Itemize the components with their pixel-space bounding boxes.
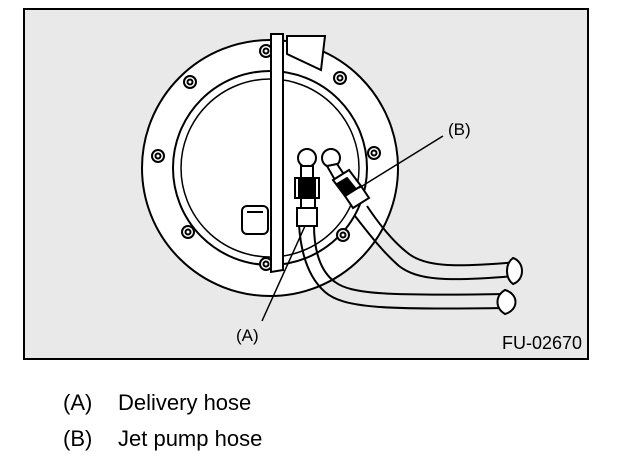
figure-id: FU-02670 — [501, 333, 582, 353]
callout-label-b: (B) — [448, 120, 471, 139]
callout-label-a: (A) — [236, 326, 259, 345]
jet-pump-hose-connector — [321, 148, 371, 210]
legend-key: (B) — [63, 426, 93, 451]
delivery-hose-connector — [294, 148, 320, 227]
fuel-pump-illustration — [141, 33, 523, 322]
delivery-hose — [298, 224, 508, 310]
diagram-figure: (A) (B) FU-02670 — [23, 8, 589, 360]
hose-ends — [496, 256, 523, 316]
callout-leaders — [261, 135, 444, 322]
electrical-connector — [241, 205, 269, 235]
legend-item-jet-pump-hose: (B) Jet pump hose — [63, 427, 262, 451]
legend-item-delivery-hose: (A) Delivery hose — [63, 391, 251, 415]
legend-text: Delivery hose — [118, 390, 252, 415]
pump-bracket — [270, 33, 327, 274]
legend-key: (A) — [63, 390, 93, 415]
jet-pump-hose — [354, 205, 518, 281]
legend-text: Jet pump hose — [118, 426, 263, 451]
